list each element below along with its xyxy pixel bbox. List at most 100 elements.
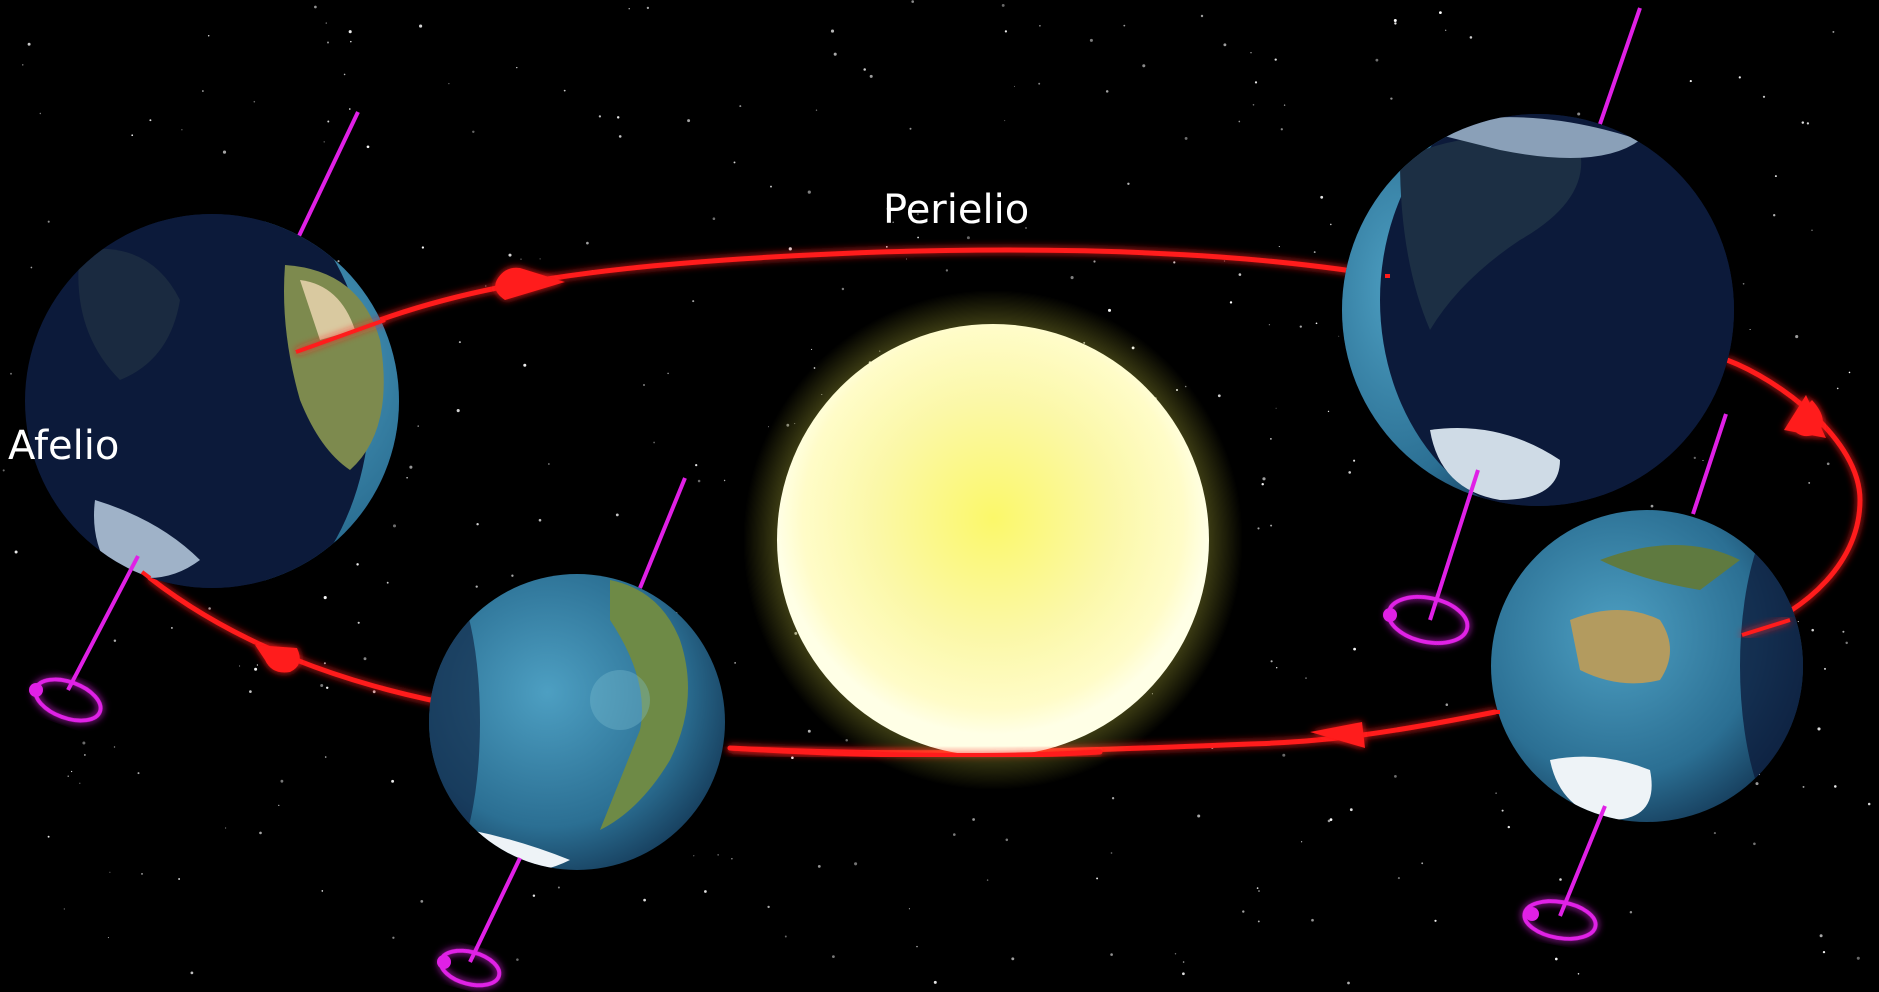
star bbox=[1254, 81, 1258, 84]
star bbox=[1806, 122, 1810, 125]
star bbox=[253, 100, 256, 103]
star bbox=[1349, 808, 1353, 812]
star bbox=[485, 285, 487, 287]
star bbox=[1797, 621, 1799, 623]
star bbox=[1011, 957, 1015, 961]
star bbox=[1819, 934, 1823, 938]
star bbox=[1795, 335, 1799, 339]
star bbox=[1842, 630, 1845, 633]
star bbox=[222, 150, 227, 154]
star bbox=[770, 185, 772, 188]
star bbox=[885, 245, 888, 248]
star bbox=[731, 858, 733, 860]
earth-globe-icon bbox=[1342, 7, 1734, 646]
star bbox=[1817, 727, 1821, 731]
star bbox=[615, 513, 619, 517]
star bbox=[733, 161, 736, 164]
star bbox=[1823, 667, 1827, 670]
star bbox=[933, 980, 937, 984]
sun-icon bbox=[743, 290, 1243, 790]
star bbox=[1256, 887, 1259, 889]
star bbox=[1702, 459, 1704, 462]
rotation-axis bbox=[468, 857, 522, 963]
star bbox=[1217, 394, 1221, 398]
star bbox=[1300, 841, 1303, 843]
star bbox=[1836, 387, 1839, 390]
star bbox=[909, 127, 912, 130]
arrowhead-icon bbox=[1784, 395, 1826, 438]
star bbox=[1111, 797, 1115, 800]
star bbox=[1554, 957, 1558, 961]
rotation-axis bbox=[296, 111, 360, 239]
star bbox=[563, 89, 566, 92]
star bbox=[1283, 104, 1286, 106]
star bbox=[911, 0, 914, 3]
star bbox=[1445, 703, 1449, 706]
star bbox=[523, 363, 527, 367]
star bbox=[1184, 136, 1188, 140]
star bbox=[628, 8, 630, 10]
star bbox=[109, 871, 111, 873]
star bbox=[79, 782, 81, 784]
star bbox=[343, 73, 346, 76]
earth-globe-icon bbox=[1491, 413, 1803, 941]
aphelion-label: Afelio bbox=[8, 423, 120, 469]
star bbox=[1257, 920, 1260, 923]
star bbox=[1200, 14, 1204, 18]
star bbox=[905, 258, 908, 260]
star bbox=[259, 831, 262, 835]
star bbox=[1689, 80, 1692, 83]
star bbox=[807, 190, 811, 194]
star bbox=[1039, 24, 1041, 27]
star bbox=[1845, 641, 1848, 645]
star bbox=[1755, 782, 1759, 786]
star bbox=[1327, 410, 1330, 413]
star bbox=[82, 741, 86, 745]
star bbox=[1257, 527, 1260, 530]
star bbox=[1774, 175, 1777, 178]
star bbox=[1577, 973, 1580, 975]
star bbox=[539, 258, 541, 260]
star bbox=[1867, 802, 1871, 806]
star bbox=[10, 372, 12, 375]
star bbox=[372, 690, 376, 694]
star bbox=[47, 220, 50, 223]
star bbox=[767, 905, 770, 909]
star bbox=[278, 804, 280, 807]
star bbox=[476, 522, 479, 526]
star bbox=[1182, 972, 1185, 976]
star bbox=[1749, 328, 1751, 331]
star bbox=[1096, 877, 1099, 880]
star bbox=[131, 134, 134, 137]
star bbox=[1353, 459, 1356, 462]
star bbox=[1252, 104, 1255, 106]
star bbox=[1174, 953, 1177, 955]
star bbox=[357, 621, 360, 624]
star bbox=[643, 384, 645, 386]
earth-globe-icon bbox=[429, 477, 725, 988]
star bbox=[693, 855, 695, 857]
star bbox=[1394, 775, 1397, 778]
star bbox=[349, 108, 351, 110]
star bbox=[70, 770, 73, 773]
rotation-axis bbox=[66, 555, 140, 691]
star bbox=[472, 130, 475, 134]
star bbox=[1375, 58, 1379, 62]
star bbox=[516, 958, 519, 961]
star bbox=[1773, 214, 1776, 217]
star bbox=[1577, 112, 1581, 116]
star bbox=[325, 22, 327, 24]
star bbox=[1110, 852, 1113, 854]
star bbox=[548, 463, 550, 465]
star bbox=[1421, 862, 1424, 865]
star bbox=[869, 74, 873, 78]
star bbox=[1559, 878, 1562, 881]
star bbox=[734, 662, 736, 664]
star bbox=[178, 878, 180, 880]
star bbox=[1650, 504, 1654, 508]
star bbox=[356, 563, 359, 566]
star bbox=[1238, 120, 1241, 123]
star bbox=[1434, 919, 1437, 922]
star bbox=[520, 258, 522, 260]
